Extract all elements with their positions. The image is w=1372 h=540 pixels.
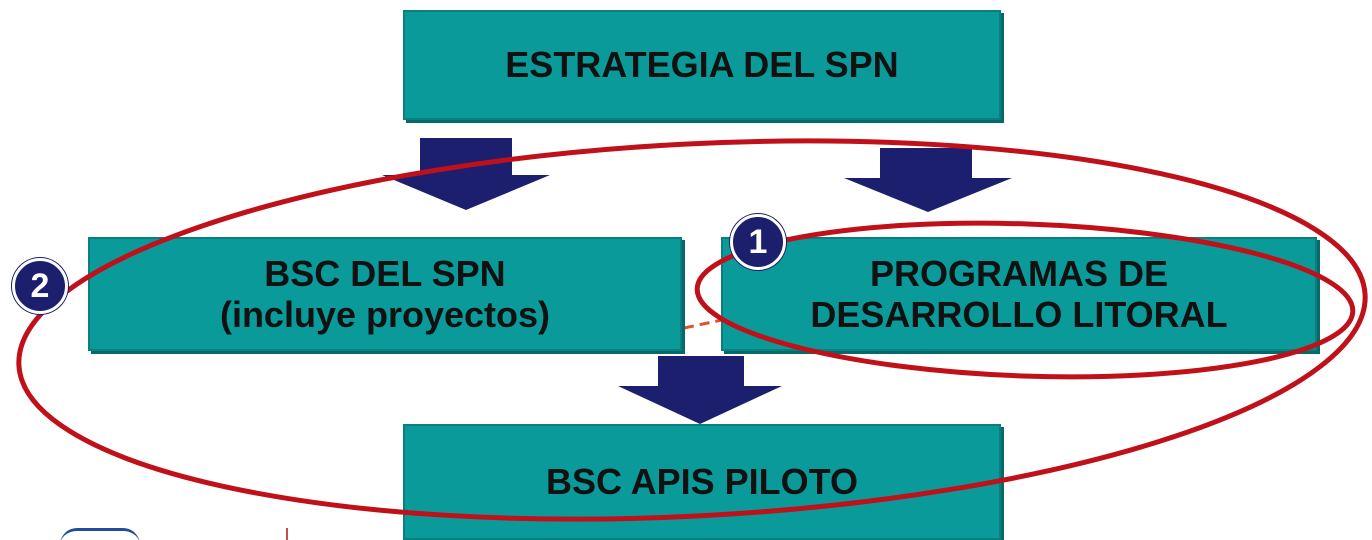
- badge-2: 2: [12, 258, 68, 314]
- arrow-to-apis: [618, 356, 782, 424]
- badge-2-number: 2: [30, 266, 50, 305]
- badge-1: 1: [730, 214, 786, 270]
- box-programs-line2: DESARROLLO LITORAL: [810, 294, 1228, 335]
- box-apis: BSC APIS PILOTO: [403, 424, 1001, 540]
- arrow-strategy-to-programs: [844, 148, 1012, 212]
- badge-1-number: 1: [748, 222, 768, 261]
- box-bsc-spn-title: BSC DEL SPN: [264, 252, 506, 294]
- box-bsc-spn-subtitle: (incluye proyectos): [219, 294, 551, 335]
- red-mark-fragment: [286, 528, 288, 540]
- box-strategy-label: ESTRATEGIA DEL SPN: [505, 44, 899, 86]
- box-bsc-spn: BSC DEL SPN (incluye proyectos): [88, 237, 682, 351]
- box-programs: PROGRAMAS DE DESARROLLO LITORAL: [721, 237, 1317, 351]
- box-apis-label: BSC APIS PILOTO: [545, 461, 859, 503]
- box-strategy: ESTRATEGIA DEL SPN: [403, 10, 1001, 120]
- arrow-strategy-to-bsc-spn: [382, 138, 550, 210]
- box-programs-line1: PROGRAMAS DE: [869, 252, 1169, 294]
- logo-fragment: [60, 528, 140, 540]
- dashed-link: [683, 318, 723, 330]
